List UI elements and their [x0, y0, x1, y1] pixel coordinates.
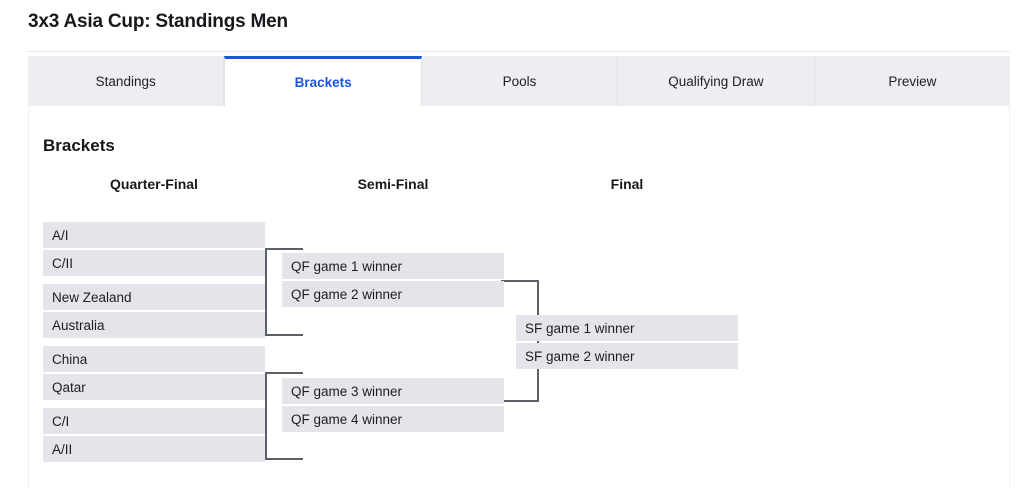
bracket-connector-qf4-vert [265, 372, 267, 460]
tab-bar: Standings Brackets Pools Qualifying Draw… [28, 56, 1011, 106]
bracket-connector-sf-vert [537, 280, 539, 402]
bracket-slot-qf: Australia [43, 312, 265, 338]
bracket-connector-sf-top [501, 280, 539, 282]
brackets-panel: Brackets Quarter-Final Semi-Final Final … [28, 106, 1010, 488]
bracket-slot-label: QF game 2 winner [291, 286, 403, 302]
bracket-slot-label: C/I [52, 413, 70, 429]
bracket-slot-sf: QF game 3 winner [282, 378, 504, 404]
tab-brackets[interactable]: Brackets [224, 56, 422, 106]
bracket-slot-label: New Zealand [52, 289, 132, 305]
column-header-final: Final [610, 176, 644, 192]
bracket-slot-label: C/II [52, 255, 74, 271]
tab-preview[interactable]: Preview [814, 56, 1011, 106]
tab-standings[interactable]: Standings [28, 56, 225, 106]
bracket-slot-sf: QF game 1 winner [282, 253, 504, 279]
bracket-slot-label: SF game 1 winner [525, 320, 635, 336]
bracket-slot-label: China [52, 351, 88, 367]
bracket-connector-qf1-top [265, 248, 303, 250]
bracket-slot-label: Qatar [52, 379, 86, 395]
bracket-connector-qf4-top [265, 372, 303, 374]
bracket-slot-label: QF game 1 winner [291, 258, 403, 274]
bracket-connector-qf4-bottom [265, 458, 303, 460]
bracket-slot-qf: New Zealand [43, 284, 265, 310]
bracket-slot-label: QF game 3 winner [291, 383, 403, 399]
title-divider [28, 51, 1010, 52]
column-header-quarter-final: Quarter-Final [110, 176, 198, 192]
tab-label: Brackets [294, 75, 352, 90]
bracket-connector-qf1-vert [265, 248, 267, 336]
tab-pools[interactable]: Pools [421, 56, 619, 106]
bracket-slot-final: SF game 1 winner [516, 315, 738, 341]
bracket-slot-sf: QF game 2 winner [282, 281, 504, 307]
bracket-slot-sf: QF game 4 winner [282, 406, 504, 432]
bracket-connector-sf-bottom [501, 400, 539, 402]
bracket-slot-label: A/I [52, 227, 69, 243]
tab-label: Standings [95, 73, 156, 89]
bracket-slot-qf: A/II [43, 436, 265, 462]
bracket-slot-qf: Qatar [43, 374, 265, 400]
bracket-slot-qf: China [43, 346, 265, 372]
bracket-slot-qf: C/II [43, 250, 265, 276]
section-title: Brackets [43, 136, 115, 155]
tab-qualifying-draw[interactable]: Qualifying Draw [618, 56, 815, 106]
bracket-slot-label: QF game 4 winner [291, 411, 403, 427]
bracket-connector-qf1-bottom [265, 334, 303, 336]
tab-label: Pools [502, 73, 537, 89]
page-title: 3x3 Asia Cup: Standings Men [28, 11, 288, 32]
bracket-slot-qf: C/I [43, 408, 265, 434]
bracket-slot-label: Australia [52, 317, 105, 333]
bracket-slot-final: SF game 2 winner [516, 343, 738, 369]
tab-label: Qualifying Draw [668, 73, 764, 89]
bracket-board: A/I C/II New Zealand Australia China Qat… [29, 106, 1011, 488]
bracket-slot-label: A/II [52, 441, 73, 457]
column-header-semi-final: Semi-Final [357, 176, 429, 192]
tab-label: Preview [888, 73, 937, 89]
bracket-slot-label: SF game 2 winner [525, 348, 635, 364]
bracket-slot-qf: A/I [43, 222, 265, 248]
